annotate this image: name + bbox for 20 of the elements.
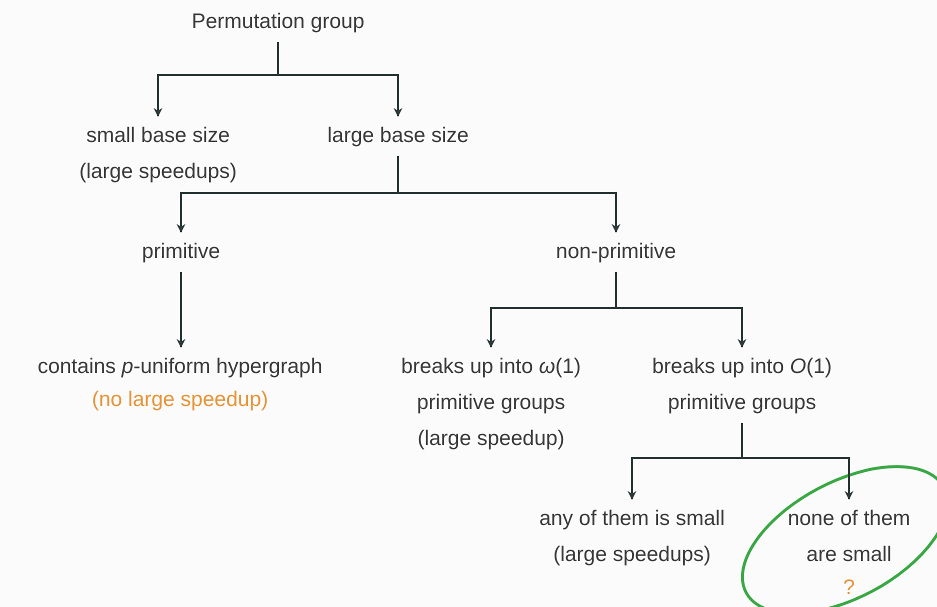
arrow <box>741 423 854 500</box>
node-label: (large speedups) <box>553 542 711 568</box>
arrow <box>277 42 402 117</box>
node-label: Permutation group <box>192 9 364 35</box>
arrow <box>397 156 620 233</box>
node-label: breaks up into ω(1) primitive groups <box>400 354 582 416</box>
node-label: (large speedups) <box>79 159 237 185</box>
node-label: small base size <box>86 123 230 149</box>
arrow <box>176 272 186 348</box>
node-label: (large speedup) <box>417 426 565 452</box>
node-label: non-primitive <box>556 239 676 265</box>
note-text: ? <box>843 575 855 601</box>
arrow <box>615 272 746 348</box>
node-label: breaks up into O(1) primitive groups <box>651 354 833 416</box>
node-label: none of them are small <box>786 506 912 568</box>
node-label: contains p-uniform hypergraph <box>38 354 322 380</box>
node-label: large base size <box>327 123 469 149</box>
node-label: primitive <box>142 239 220 265</box>
node-label: any of them is small <box>539 506 725 532</box>
note-text: (no large speedup) <box>92 387 268 413</box>
